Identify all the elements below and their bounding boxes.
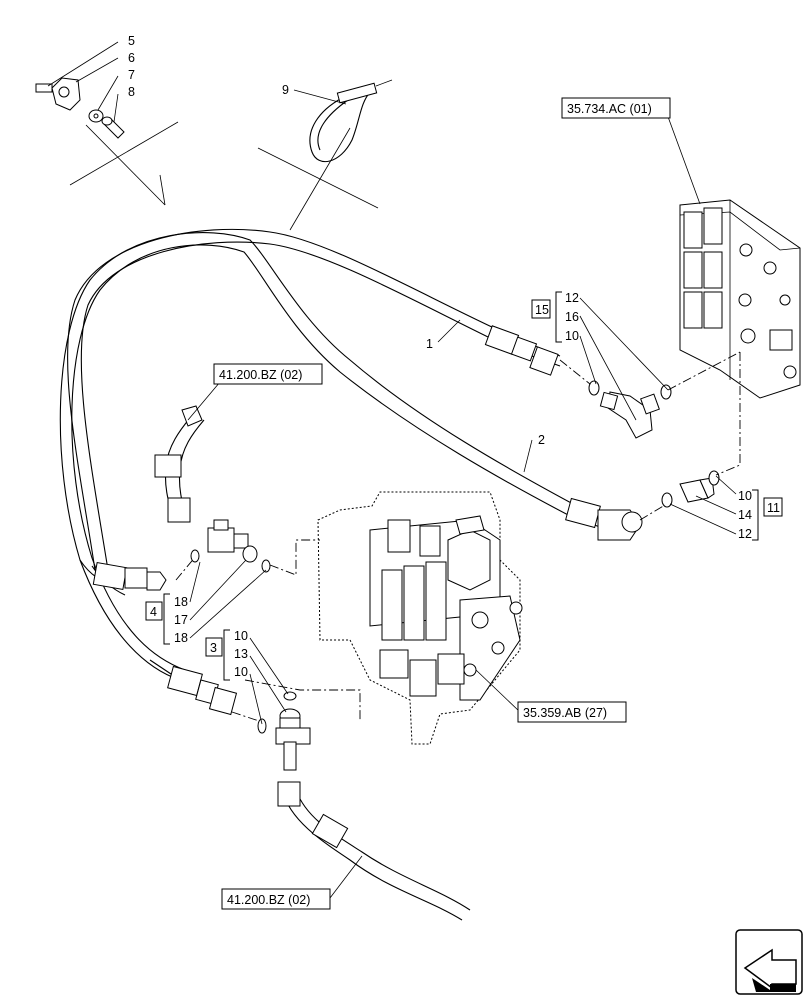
- ref-left-lower[interactable]: 41.200.BZ (02): [221, 888, 331, 910]
- callout-cones: [69, 121, 379, 231]
- group-11-item-2: 12: [738, 527, 752, 541]
- control-valve: [317, 491, 523, 745]
- group-3-box: 3: [210, 641, 217, 655]
- group-11-item-1: 14: [738, 508, 752, 522]
- ref-top-right-label: 35.734.AC (01): [567, 102, 652, 116]
- hose-lower-41200: [277, 781, 471, 921]
- group-4: 4 18 17 18: [145, 595, 188, 645]
- group-11-box: 11: [767, 501, 780, 515]
- tee-fitting-17: [190, 519, 271, 573]
- ref-left-lower-label: 41.200.BZ (02): [227, 893, 310, 907]
- group-15-item-2: 10: [565, 329, 579, 343]
- group-3-item-2: 10: [234, 665, 248, 679]
- group-11-item-0: 10: [738, 489, 752, 503]
- cable-tie: [309, 79, 393, 163]
- group-11: 11 10 14 12: [738, 489, 783, 541]
- group-15-box: 15: [535, 303, 549, 317]
- valve-manifold-top-right: [679, 199, 801, 399]
- callout-5: 5: [128, 34, 135, 48]
- ref-valve[interactable]: 35.359.AB (27): [517, 701, 627, 723]
- hose-4-loop: [79, 559, 167, 596]
- group-15-item-0: 12: [565, 291, 579, 305]
- group-15: 15 12 16 10: [531, 291, 579, 343]
- group-15-item-1: 16: [565, 310, 579, 324]
- ref-left-upper-label: 41.200.BZ (02): [219, 368, 302, 382]
- elbow-fitting-16: [588, 380, 672, 439]
- leader-lines: [47, 41, 737, 899]
- clamp-parts: [35, 77, 125, 139]
- hose-3-end: [149, 659, 238, 716]
- callout-7: 7: [128, 68, 135, 82]
- callout-1: 1: [426, 337, 433, 351]
- group-4-item-2: 18: [174, 631, 188, 645]
- tee-fitting-13: [257, 691, 311, 771]
- ref-valve-label: 35.359.AB (27): [523, 706, 607, 720]
- callout-9: 9: [282, 83, 289, 97]
- group-brackets: [163, 291, 759, 681]
- group-4-box: 4: [150, 605, 157, 619]
- group-3-item-0: 10: [234, 629, 248, 643]
- group-3: 3 10 13 10: [205, 629, 248, 679]
- next-page-arrow-icon[interactable]: [735, 929, 803, 995]
- callout-6: 6: [128, 51, 135, 65]
- callout-2: 2: [538, 433, 545, 447]
- group-4-item-1: 17: [174, 613, 188, 627]
- dash-connection-lines: [175, 351, 741, 723]
- group-3-item-1: 13: [234, 647, 248, 661]
- callout-8: 8: [128, 85, 135, 99]
- group-4-item-0: 18: [174, 595, 188, 609]
- adapter-fitting-14: [661, 470, 720, 508]
- hose-upper-41200: [154, 405, 205, 523]
- ref-left-upper[interactable]: 41.200.BZ (02): [213, 363, 323, 385]
- ref-top-right[interactable]: 35.734.AC (01): [561, 97, 671, 119]
- hose-1: [67, 228, 561, 571]
